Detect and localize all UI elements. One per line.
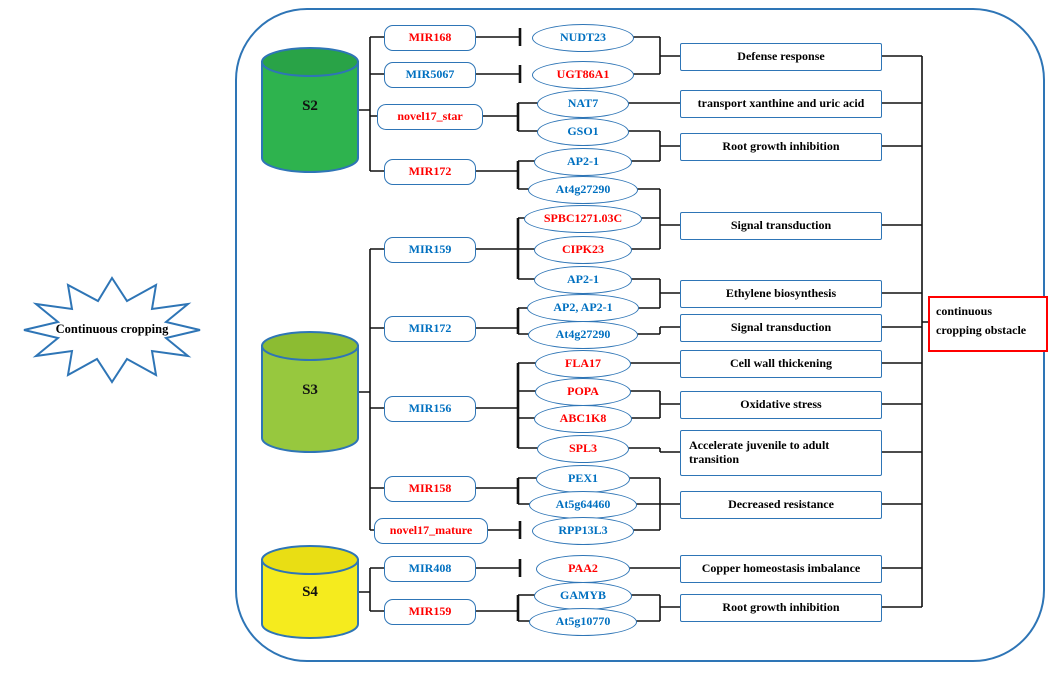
mirna-MIR159-s3: MIR159	[384, 237, 476, 263]
cylinder-s4	[261, 545, 359, 639]
gene-UGT86A1: UGT86A1	[532, 61, 634, 89]
mirna-MIR156: MIR156	[384, 396, 476, 422]
gene-CIPK23: CIPK23	[534, 236, 632, 264]
gene-RPP13L3: RPP13L3	[532, 517, 634, 545]
mirna-MIR408: MIR408	[384, 556, 476, 582]
mirna-MIR159-s4: MIR159	[384, 599, 476, 625]
stage-label-s3: S3	[302, 382, 318, 398]
mirna-MIR5067: MIR5067	[384, 62, 476, 88]
gene-At4g27290-a: At4g27290	[528, 176, 638, 204]
inhibition-bars	[516, 28, 522, 621]
gene-NAT7: NAT7	[537, 90, 629, 118]
mirna-MIR168: MIR168	[384, 25, 476, 51]
function-oxidative-stress: Oxidative stress	[680, 391, 882, 419]
gene-PAA2: PAA2	[536, 555, 630, 583]
function-outcome-connectors	[870, 55, 935, 608]
mirna-MIR172-s2: MIR172	[384, 159, 476, 185]
mirna-MIR158: MIR158	[384, 476, 476, 502]
gene-PEX1: PEX1	[536, 465, 630, 493]
gene-AP2-1-a: AP2-1	[534, 148, 632, 176]
function-ethylene-biosynthesis: Ethylene biosynthesis	[680, 280, 882, 308]
function-signal-transduction-2: Signal transduction	[680, 314, 882, 342]
gene-At4g27290-b: At4g27290	[528, 321, 638, 349]
function-transport-xanthine: transport xanthine and uric acid	[680, 90, 882, 118]
gene-At5g64460: At5g64460	[529, 491, 637, 519]
gene-GAMYB: GAMYB	[534, 582, 632, 610]
gene-FLA17: FLA17	[535, 350, 631, 378]
function-copper-homeostasis: Copper homeostasis imbalance	[680, 555, 882, 583]
function-defense-response: Defense response	[680, 43, 882, 71]
gene-SPBC1271-03C: SPBC1271.03C	[524, 205, 642, 233]
mirna-MIR172-s3: MIR172	[384, 316, 476, 342]
starburst-shape	[23, 276, 201, 384]
mirna-novel17-star: novel17_star	[377, 104, 483, 130]
function-decreased-resistance: Decreased resistance	[680, 491, 882, 519]
function-root-growth-inhibition-2: Root growth inhibition	[680, 594, 882, 622]
gene-AP2-AP2-1: AP2, AP2-1	[527, 294, 639, 322]
gene-ABC1K8: ABC1K8	[534, 405, 632, 433]
gene-POPA: POPA	[535, 378, 631, 406]
gene-At5g10770: At5g10770	[529, 608, 637, 636]
gene-SPL3: SPL3	[537, 435, 629, 463]
gene-NUDT23: NUDT23	[532, 24, 634, 52]
outcome-box: continuous cropping obstacle	[928, 296, 1048, 352]
gene-GSO1: GSO1	[537, 118, 629, 146]
function-juvenile-transition: Accelerate juvenile to adult transition	[680, 430, 882, 476]
stage-label-s4: S4	[302, 584, 318, 600]
burst-label: Continuous cropping	[55, 322, 169, 336]
cylinder-s2	[261, 47, 359, 173]
function-cell-wall-thickening: Cell wall thickening	[680, 350, 882, 378]
gene-AP2-1-b: AP2-1	[534, 266, 632, 294]
function-signal-transduction-1: Signal transduction	[680, 212, 882, 240]
function-root-growth-inhibition: Root growth inhibition	[680, 133, 882, 161]
cylinder-s3	[261, 331, 359, 453]
stage-label-s2: S2	[302, 98, 318, 114]
mirna-novel17-mature: novel17_mature	[374, 518, 488, 544]
